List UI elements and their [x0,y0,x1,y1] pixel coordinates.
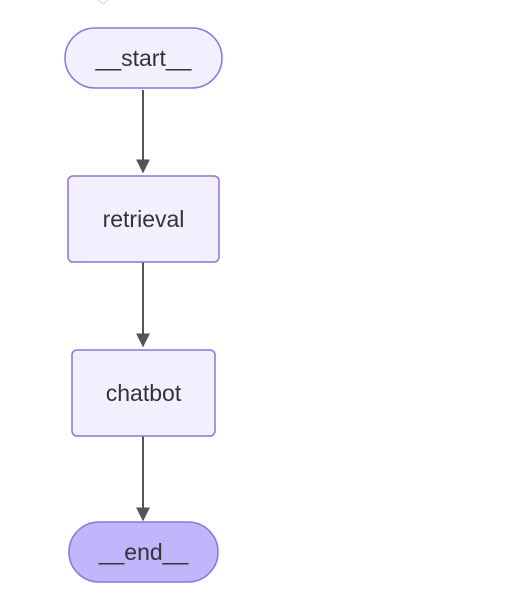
chatbot-node-label: chatbot [106,380,182,406]
start-node-label: __start__ [95,45,193,71]
node-start[interactable]: __start__ [64,27,223,89]
end-node-shape [68,521,219,583]
node-end[interactable]: __end__ [68,521,219,583]
retrieval-node-shape [67,175,220,263]
node-retrieval[interactable]: retrieval [67,175,220,263]
chatbot-node-shape [71,349,216,437]
retrieval-node-label: retrieval [103,206,185,232]
node-chatbot[interactable]: chatbot [71,349,216,437]
end-node-label: __end__ [98,539,190,565]
start-node-shape [64,27,223,89]
top-edge-artifact [97,0,109,5]
